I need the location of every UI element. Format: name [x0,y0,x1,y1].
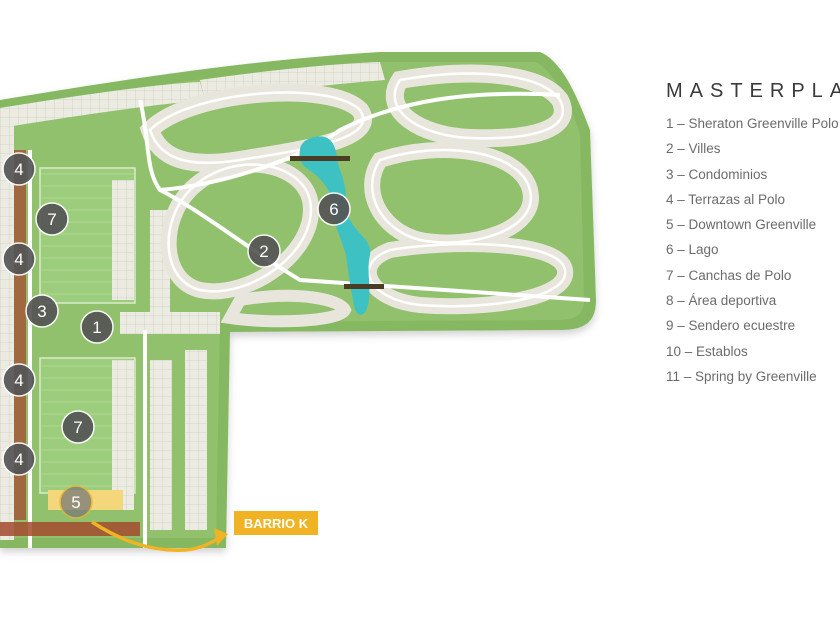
marker-label: 6 [329,200,338,219]
map-marker-6[interactable]: 6 [317,192,351,226]
lot-band-top [0,82,205,128]
map-marker-7[interactable]: 7 [61,410,95,444]
lot-column-4 [185,350,207,530]
marker-label: 7 [47,210,56,229]
legend-list: 1 – Sheraton Greenville Polo 2 – Villes … [666,111,840,389]
lake [299,136,371,315]
lot-column-1 [112,180,134,300]
legend-item[interactable]: 3 – Condominios [666,166,768,182]
barrio-k-label: BARRIO K [244,516,309,531]
map-marker-3[interactable]: 3 [25,294,59,328]
marker-label: 4 [14,160,23,179]
masterplan-legend: MASTERPLAN 1 – Sheraton Greenville Polo … [666,80,840,389]
legend-item[interactable]: 2 – Villes [666,141,721,157]
lot-column-3 [150,360,172,530]
legend-item[interactable]: 7 – Canchas de Polo [666,267,792,283]
arrow-head-icon [214,528,228,546]
legend-item[interactable]: 9 – Sendero ecuestre [666,318,796,334]
map-marker-2[interactable]: 2 [247,234,281,268]
lake-bridge-south [344,284,384,289]
lot-strip-left [0,120,14,540]
map-marker-4[interactable]: 4 [2,242,36,276]
legend-item[interactable]: 8 – Área deportiva [666,293,777,309]
lot-column-2 [112,360,134,510]
marker-label: 4 [14,250,23,269]
legend-item[interactable]: 11 – Spring by Greenville [666,368,817,384]
legend-item[interactable]: 10 – Establos [666,343,748,359]
map-marker-1[interactable]: 1 [80,310,114,344]
marker-label: 4 [14,371,23,390]
map-marker-7[interactable]: 7 [35,202,69,236]
legend-title: MASTERPLAN [666,80,840,102]
map-marker-5[interactable]: 5 [59,485,93,519]
lot-row-mid [120,312,220,334]
legend-item[interactable]: 4 – Terrazas al Polo [666,191,786,207]
barrio-k-badge[interactable]: BARRIO K [234,511,318,535]
marker-label: 3 [37,302,46,321]
legend-item[interactable]: 5 – Downtown Greenville [666,217,817,233]
barrio-k-arrow [91,520,224,552]
marker-label: 2 [259,242,268,261]
marker-label: 7 [73,418,82,437]
map-marker-4[interactable]: 4 [2,363,36,397]
legend-item[interactable]: 6 – Lago [666,242,719,258]
building-row-bottom [0,522,140,536]
lake-bridge-north [290,156,350,161]
map-marker-4[interactable]: 4 [2,152,36,186]
map-marker-4[interactable]: 4 [2,442,36,476]
marker-label: 1 [92,318,101,337]
legend-item[interactable]: 1 – Sheraton Greenville Polo [666,116,839,131]
marker-label: 4 [14,450,23,469]
marker-label: 5 [71,493,80,512]
